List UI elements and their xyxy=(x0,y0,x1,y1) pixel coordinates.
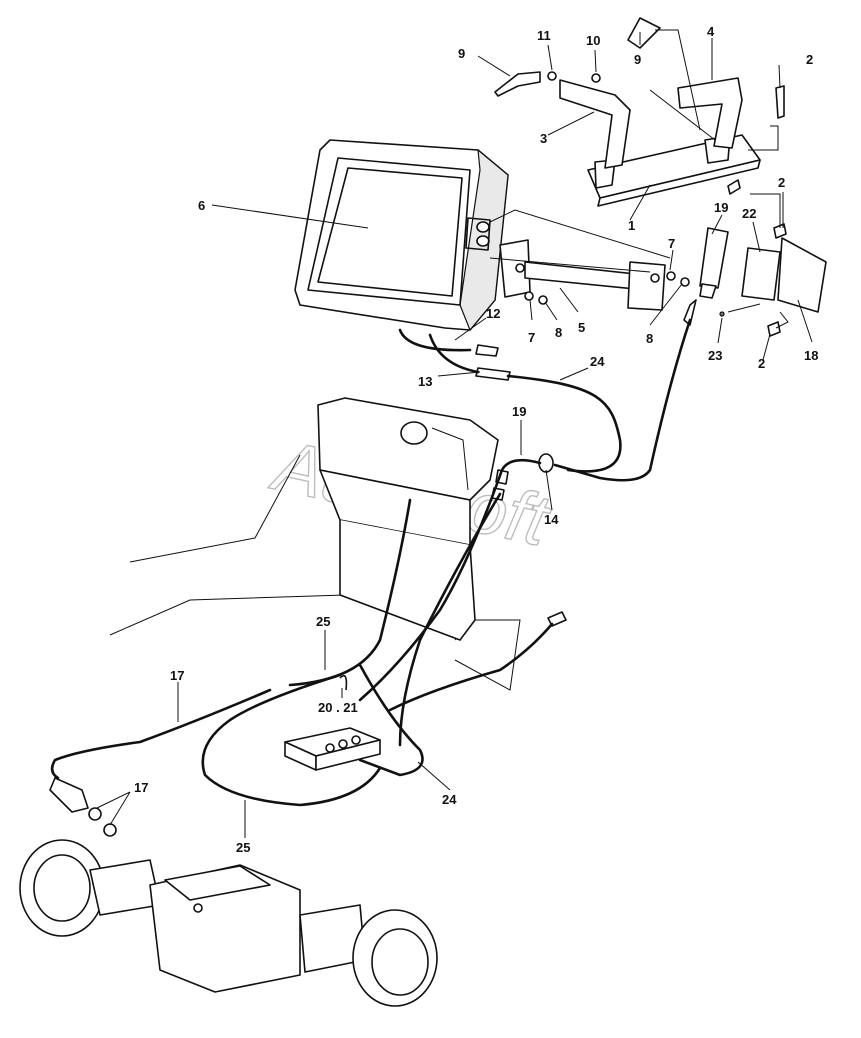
monitor-display xyxy=(294,139,509,331)
callout-11: 11 xyxy=(537,28,551,43)
callout-2: 2 xyxy=(758,356,765,371)
junction-block xyxy=(284,674,381,771)
callout-9: 9 xyxy=(634,52,641,67)
callout-18: 18 xyxy=(804,348,818,363)
callout-8: 8 xyxy=(555,325,562,340)
callout-25: 25 xyxy=(236,840,250,855)
callout-22: 22 xyxy=(742,206,756,221)
callout-8: 8 xyxy=(646,331,653,346)
callout-2: 2 xyxy=(806,52,813,67)
callout-25: 25 xyxy=(316,614,330,629)
callout-17: 17 xyxy=(134,780,148,795)
callout-24: 24 xyxy=(442,792,457,807)
callout-12: 12 xyxy=(486,306,500,321)
callout-17: 17 xyxy=(170,668,184,683)
axle-housing xyxy=(19,839,438,1007)
callout-labels: 1 2 2 2 3 4 5 6 7 7 8 8 9 9 10 11 12 13 … xyxy=(134,24,818,855)
callout-24: 24 xyxy=(590,354,605,369)
callout-7: 7 xyxy=(668,236,675,251)
callout-7: 7 xyxy=(528,330,535,345)
callout-1: 1 xyxy=(628,218,635,233)
callout-23: 23 xyxy=(708,348,722,363)
connectors xyxy=(475,344,567,627)
callout-13: 13 xyxy=(418,374,432,389)
speed-sensor xyxy=(49,777,117,837)
callout-10: 10 xyxy=(586,33,600,48)
callout-19: 19 xyxy=(512,404,526,419)
hardware-items xyxy=(524,85,827,337)
callout-3: 3 xyxy=(540,131,547,146)
callout-19: 19 xyxy=(714,200,728,215)
leader-lines xyxy=(96,32,813,838)
callout-2: 2 xyxy=(778,175,785,190)
callout-4: 4 xyxy=(707,24,715,39)
callout-6: 6 xyxy=(198,198,205,213)
monitor-bracket xyxy=(489,209,671,311)
callout-5: 5 xyxy=(578,320,585,335)
callout-14: 14 xyxy=(544,512,559,527)
wiring-harness xyxy=(50,318,692,807)
callout-20-21: 20 . 21 xyxy=(318,700,358,715)
callout-9: 9 xyxy=(458,46,465,61)
mounting-rail-assembly xyxy=(494,17,761,207)
